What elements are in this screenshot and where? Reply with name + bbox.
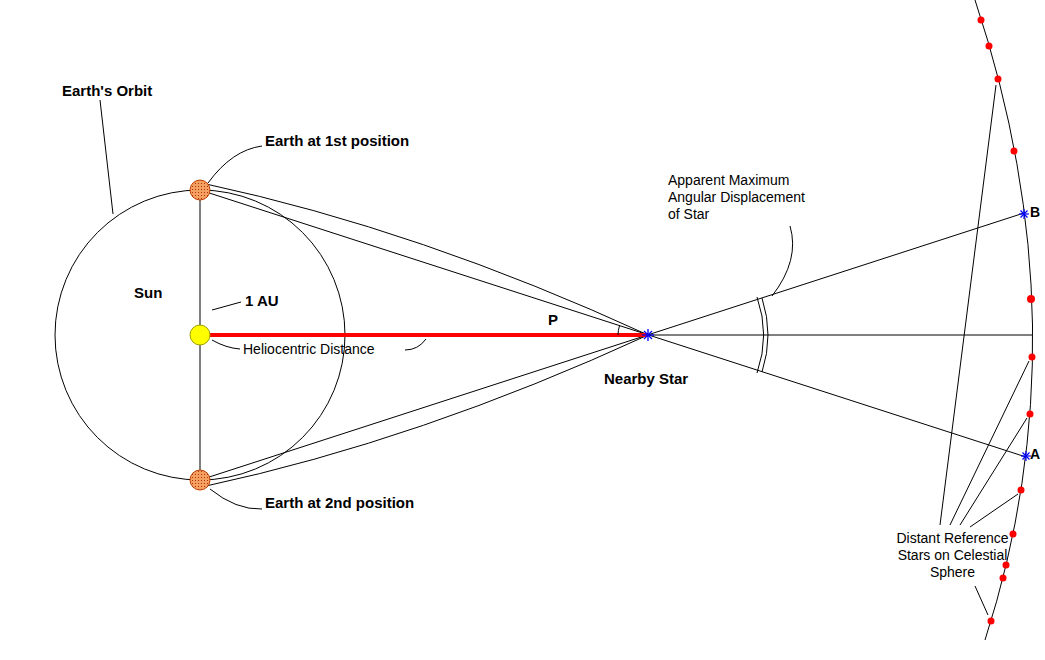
sun	[190, 325, 210, 345]
distance-label: 1 AU	[245, 292, 279, 309]
star-image-a	[1021, 451, 1031, 461]
sight-curve	[206, 335, 648, 486]
star-label: Nearby Star	[604, 370, 688, 387]
sight-curve	[206, 184, 648, 335]
position-label: Earth at 1st position	[265, 132, 409, 149]
heliocentric-distance-line	[200, 333, 648, 337]
orbit-label: Earth's Orbit	[62, 82, 152, 99]
displacement-arc	[757, 297, 763, 373]
axis-line	[648, 335, 1032, 336]
parallax-angle	[618, 326, 620, 335]
reference-stars-label: Distant Reference Stars on Celestial Sph…	[890, 530, 1015, 581]
star-symbol	[642, 329, 654, 341]
star-image-b	[1019, 209, 1029, 219]
earth	[190, 470, 210, 490]
angle-label: P	[548, 311, 558, 328]
earth	[190, 180, 210, 200]
leader-lines	[100, 85, 1029, 615]
point-label: A	[1030, 446, 1040, 463]
sight-line	[200, 190, 1026, 457]
sun-label: Sun	[134, 284, 162, 301]
distance-label: Heliocentric Distance	[243, 341, 375, 358]
displacement-label: Apparent Maximum Angular Displacement of…	[668, 172, 818, 223]
position-label: Earth at 2nd position	[265, 494, 414, 511]
point-label: B	[1030, 204, 1040, 221]
sight-line	[200, 213, 1024, 480]
displacement-arc	[762, 298, 768, 372]
